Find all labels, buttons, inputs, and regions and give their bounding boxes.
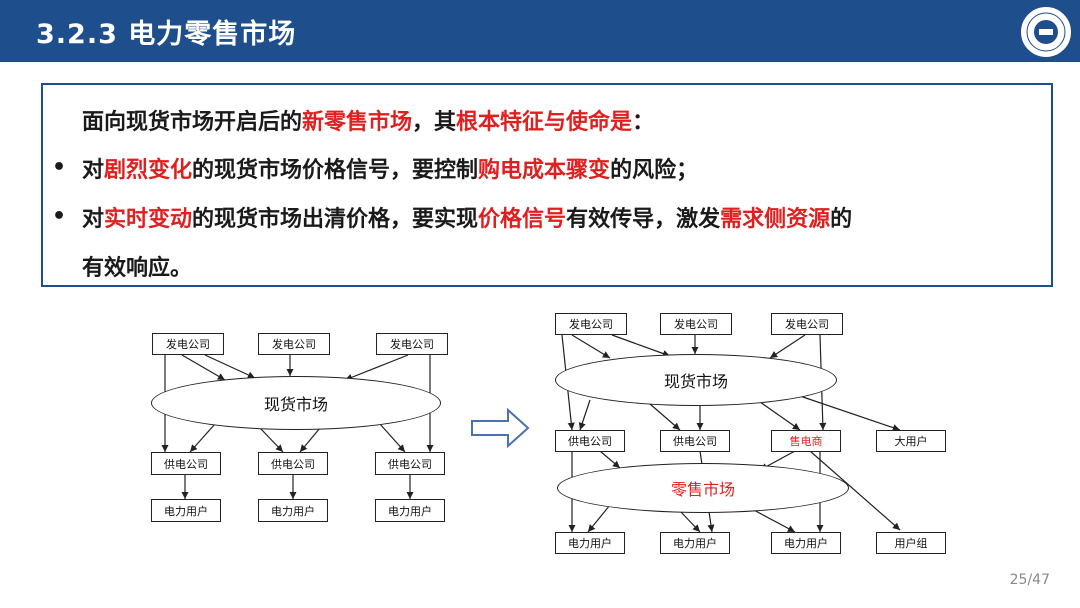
right-retailer: 售电商 bbox=[771, 430, 841, 452]
right-supplier-1: 供电公司 bbox=[555, 430, 625, 452]
header-bar: 3.2.3 电力零售市场 bbox=[0, 0, 1080, 62]
left-supplier-1: 供电公司 bbox=[151, 452, 221, 475]
transition-arrow-icon bbox=[471, 407, 530, 449]
right-generator-1: 发电公司 bbox=[555, 313, 627, 335]
left-supplier-2: 供电公司 bbox=[258, 452, 328, 475]
right-spot-market: 现货市场 bbox=[555, 354, 837, 406]
bullet-dot: • bbox=[52, 204, 67, 229]
summary-panel bbox=[41, 83, 1053, 287]
right-supplier-2: 供电公司 bbox=[660, 430, 730, 452]
right-user-3: 电力用户 bbox=[771, 532, 841, 554]
university-logo-icon bbox=[1019, 5, 1073, 59]
left-user-1: 电力用户 bbox=[151, 499, 221, 522]
left-user-2: 电力用户 bbox=[258, 499, 328, 522]
left-spot-market: 现货市场 bbox=[151, 376, 441, 430]
right-user-group: 用户组 bbox=[876, 532, 946, 554]
right-user-2: 电力用户 bbox=[660, 532, 730, 554]
right-generator-3: 发电公司 bbox=[771, 313, 843, 335]
left-generator-1: 发电公司 bbox=[152, 333, 224, 355]
bullet-2-continuation: 有效响应。 bbox=[82, 256, 193, 281]
right-generator-2: 发电公司 bbox=[660, 313, 732, 335]
right-user-1: 电力用户 bbox=[555, 532, 625, 554]
bullet-2-text: 对实时变动的现货市场出清价格，要实现价格信号有效传导，激发需求侧资源的 bbox=[82, 207, 853, 232]
bullet-dot: • bbox=[52, 155, 67, 180]
intro-line: 面向现货市场开启后的新零售市场，其根本特征与使命是： bbox=[82, 110, 655, 135]
left-generator-3: 发电公司 bbox=[376, 333, 448, 355]
page-number: 25/47 bbox=[1009, 572, 1050, 588]
right-retail-market: 零售市场 bbox=[557, 463, 849, 513]
left-user-3: 电力用户 bbox=[375, 499, 445, 522]
right-large-user: 大用户 bbox=[876, 430, 946, 452]
left-generator-2: 发电公司 bbox=[258, 333, 330, 355]
left-supplier-3: 供电公司 bbox=[375, 452, 445, 475]
bullet-1-text: 对剧烈变化的现货市场价格信号，要控制购电成本骤变的风险； bbox=[82, 158, 699, 183]
slide-title: 3.2.3 电力零售市场 bbox=[36, 19, 297, 50]
